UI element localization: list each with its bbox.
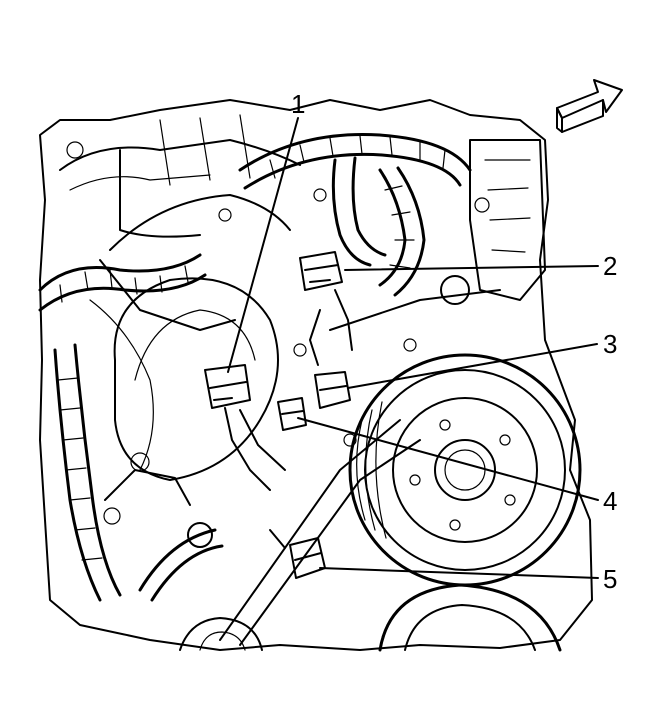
- callout-1: 1: [291, 89, 305, 119]
- leader-lines: [227, 117, 599, 579]
- callout-3: 3: [603, 329, 617, 359]
- connector-5: [269, 529, 326, 579]
- connector-3: [309, 309, 351, 409]
- forward-arrow-icon: [556, 79, 623, 133]
- engine-line-art: [38, 99, 593, 652]
- connector-1: [204, 364, 286, 491]
- callout-4: 4: [603, 486, 617, 516]
- callout-5: 5: [603, 564, 617, 594]
- connector-4: [277, 397, 307, 431]
- callout-2: 2: [603, 251, 617, 281]
- connector-2: [299, 251, 353, 351]
